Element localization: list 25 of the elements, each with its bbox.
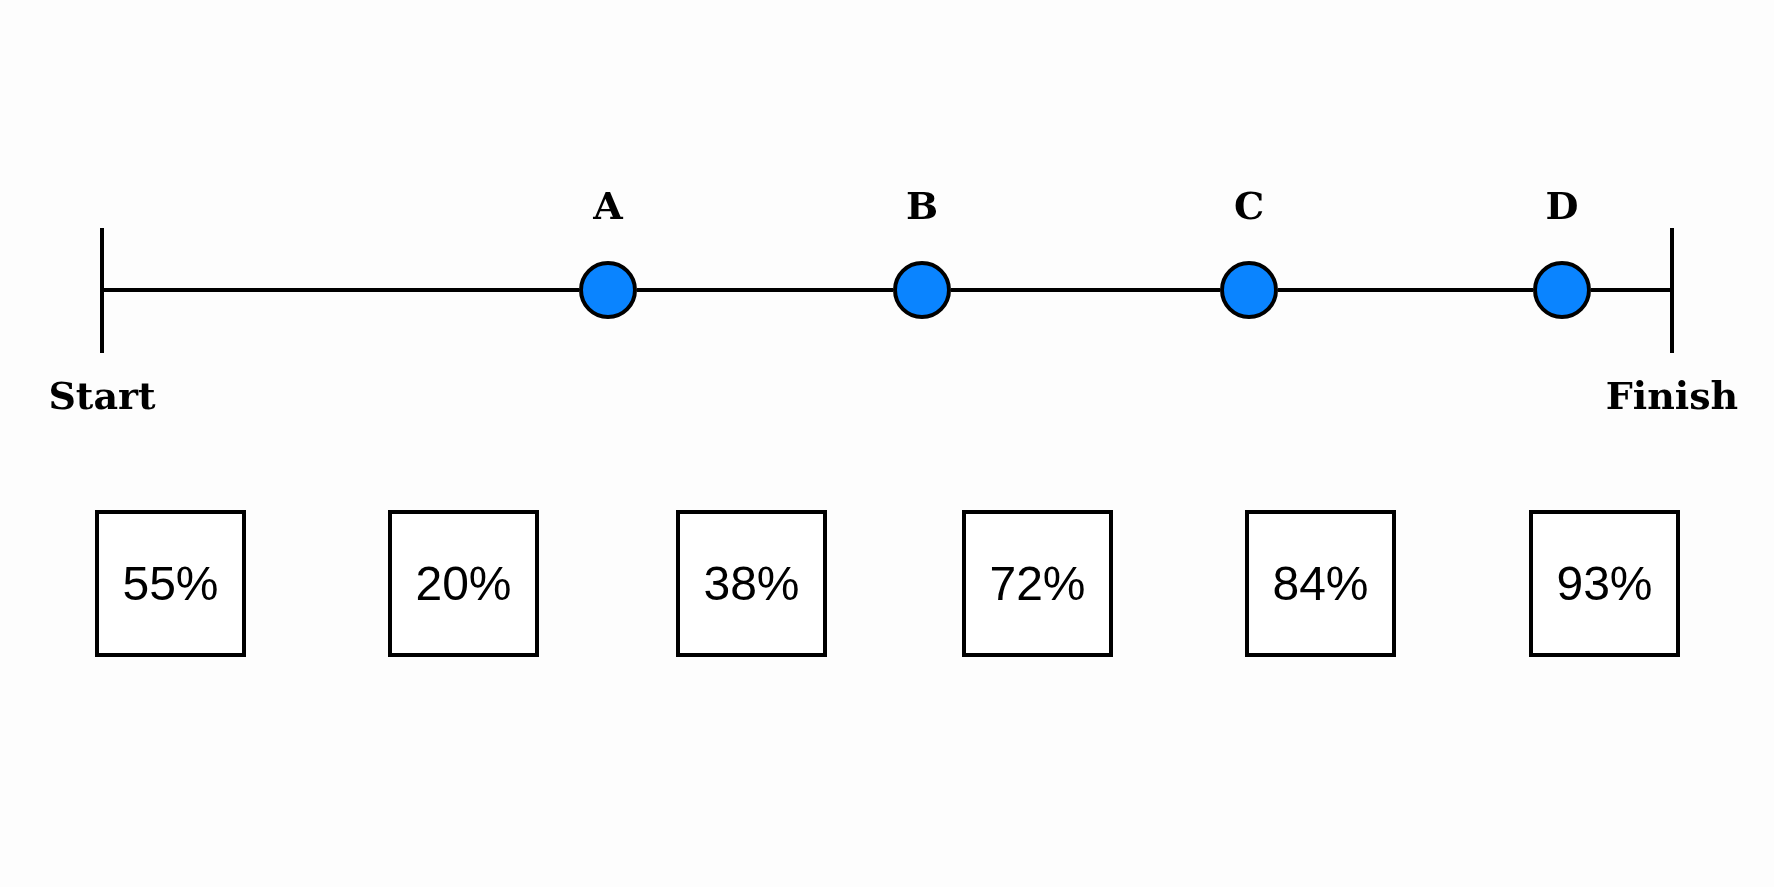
tick-mark xyxy=(1670,228,1674,353)
percentage-box xyxy=(962,510,1113,657)
percentage-value: 84% xyxy=(1272,555,1369,612)
timeline-segment xyxy=(1278,288,1533,292)
tick-mark xyxy=(100,228,104,353)
percentage-box xyxy=(388,510,539,657)
percentage-value: 93% xyxy=(1556,555,1653,612)
percentage-value: 20% xyxy=(415,555,512,612)
percentage-value: 55% xyxy=(122,555,219,612)
percentage-box xyxy=(95,510,246,657)
point-label: A xyxy=(593,184,623,228)
percentage-box xyxy=(1245,510,1396,657)
timeline-segment xyxy=(1591,288,1670,292)
endpoint-label: Finish xyxy=(1605,373,1739,419)
percentage-value: 72% xyxy=(989,555,1086,612)
timeline-segment xyxy=(951,288,1220,292)
percentage-value: 38% xyxy=(703,555,800,612)
timeline-segment xyxy=(637,288,893,292)
percentage-box xyxy=(1529,510,1680,657)
point-label: D xyxy=(1545,184,1579,228)
percentage-box xyxy=(676,510,827,657)
point-label: B xyxy=(905,184,939,228)
point-label: C xyxy=(1233,184,1265,228)
endpoint-label: Start xyxy=(48,373,156,419)
timeline-segment xyxy=(104,288,579,292)
